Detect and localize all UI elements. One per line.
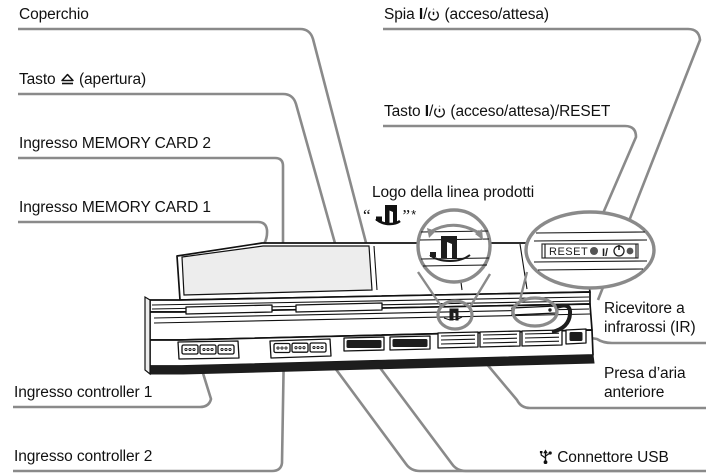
- label-coperchio: Coperchio: [19, 6, 89, 23]
- label-ricevitore-ir: Ricevitore a infrarossi (IR): [604, 299, 696, 337]
- logo-footnote-asterisk: *: [411, 207, 417, 222]
- label-ricevitore-line2: infrarossi (IR): [604, 319, 696, 336]
- label-tasto-power-suffix: (acceso/attesa)/RESET: [446, 103, 611, 120]
- controller-port-2: [269, 338, 332, 359]
- label-presa-aria: Presa d’aria anteriore: [604, 364, 686, 402]
- power-magnified-text: I/: [602, 247, 608, 259]
- logo-quote-open: “: [363, 206, 371, 225]
- label-connettore-usb-text: Connettore USB: [557, 449, 669, 466]
- playstation-logo-front: [443, 308, 463, 321]
- label-connettore-usb: Connettore USB: [538, 447, 669, 469]
- label-controller-1: Ingresso controller 1: [14, 384, 153, 401]
- power-standby-icon: [427, 8, 440, 26]
- label-controller-2: Ingresso controller 2: [14, 448, 153, 465]
- leader-ir-receiver: [547, 329, 706, 345]
- label-logo-linea-prodotti: Logo della linea prodotti: [372, 184, 535, 201]
- label-tasto-power-reset: Tasto I/ (acceso/attesa)/RESET: [384, 103, 610, 123]
- label-presa-aria-line2: anteriore: [604, 384, 665, 401]
- label-presa-aria-line1: Presa d’aria: [604, 365, 686, 382]
- label-spia-suffix: (acceso/attesa): [440, 6, 549, 23]
- power-standby-icon-2: [433, 105, 446, 123]
- reset-magnified-text: RESET: [549, 246, 588, 258]
- usb-icon: [538, 447, 553, 469]
- leader-power-indicator: [383, 27, 702, 301]
- memory-card-slots: [185, 302, 383, 315]
- ps-logo-inline-group: “ ” *: [363, 203, 416, 227]
- label-tasto-apertura: Tasto (apertura): [19, 71, 146, 91]
- label-memory-card-1: Ingresso MEMORY CARD 1: [19, 199, 211, 216]
- console-illustration: [144, 242, 595, 376]
- playstation-logo-icon: [372, 203, 402, 227]
- ps-logo-magnifier: [416, 208, 492, 331]
- label-ricevitore-line1: Ricevitore a: [604, 300, 685, 317]
- label-spia-prefix: Spia: [384, 6, 419, 23]
- label-tasto-apertura-prefix: Tasto: [19, 71, 60, 88]
- label-spia-power: Spia I/ (acceso/attesa): [384, 6, 549, 26]
- power-on-bar-icon-2: I: [424, 103, 429, 120]
- reset-power-front: [511, 305, 557, 316]
- label-tasto-power-prefix: Tasto: [384, 103, 425, 120]
- logo-quote-close: ”: [402, 206, 411, 225]
- leader-eject: [18, 92, 340, 255]
- usb-ports: [343, 335, 431, 352]
- leader-power-button: [383, 124, 638, 300]
- label-memory-card-2: Ingresso MEMORY CARD 2: [19, 135, 211, 152]
- playstation-logo-magnified: [429, 236, 471, 263]
- controller-port-1: [177, 340, 240, 360]
- ir-receiver-window: [565, 328, 587, 345]
- label-spia-slash: /: [423, 6, 428, 23]
- eject-icon: [60, 73, 75, 91]
- label-tasto-power-slash: /: [428, 103, 434, 120]
- front-air-vents: [437, 329, 563, 349]
- reset-button-magnifier: RESET I/: [511, 210, 656, 334]
- power-on-bar-icon: I: [418, 6, 424, 23]
- label-tasto-apertura-suffix: (apertura): [74, 71, 147, 88]
